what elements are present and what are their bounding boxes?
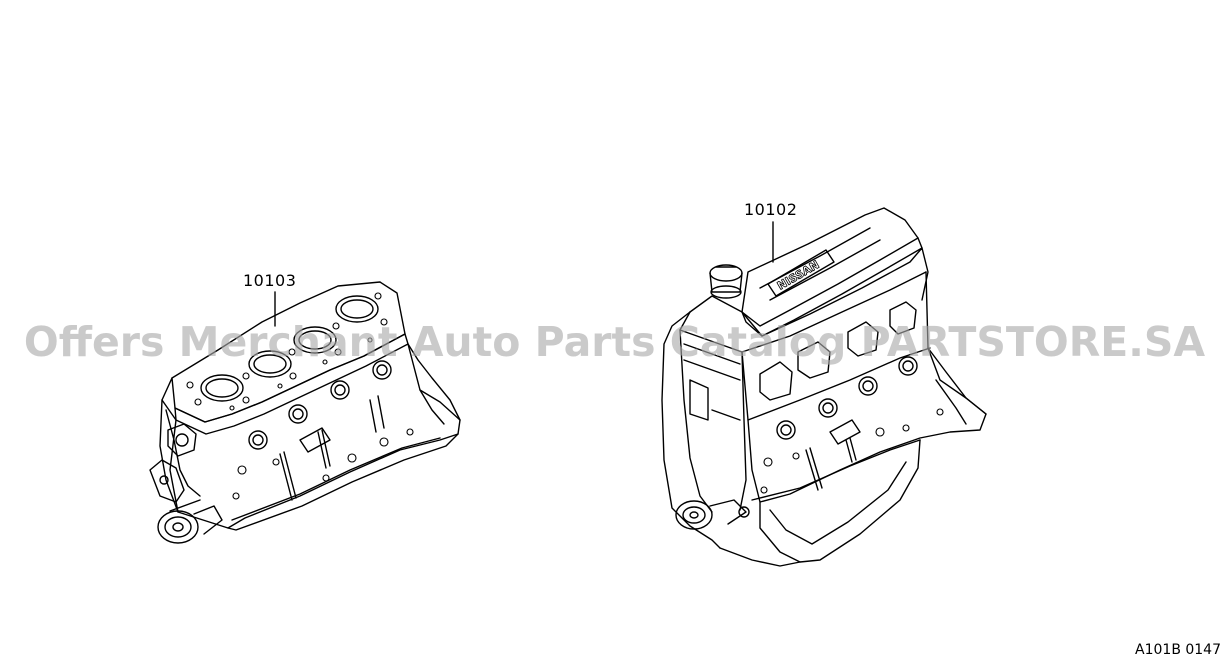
bare-engine-illustration[interactable]: NISSAN (661, 207, 987, 567)
short-block-illustration[interactable] (149, 281, 461, 544)
diagram-code: A101B 0147 (1135, 642, 1221, 658)
part-number-10103[interactable]: 10103 (243, 271, 297, 290)
part-number-10102[interactable]: 10102 (744, 200, 798, 219)
